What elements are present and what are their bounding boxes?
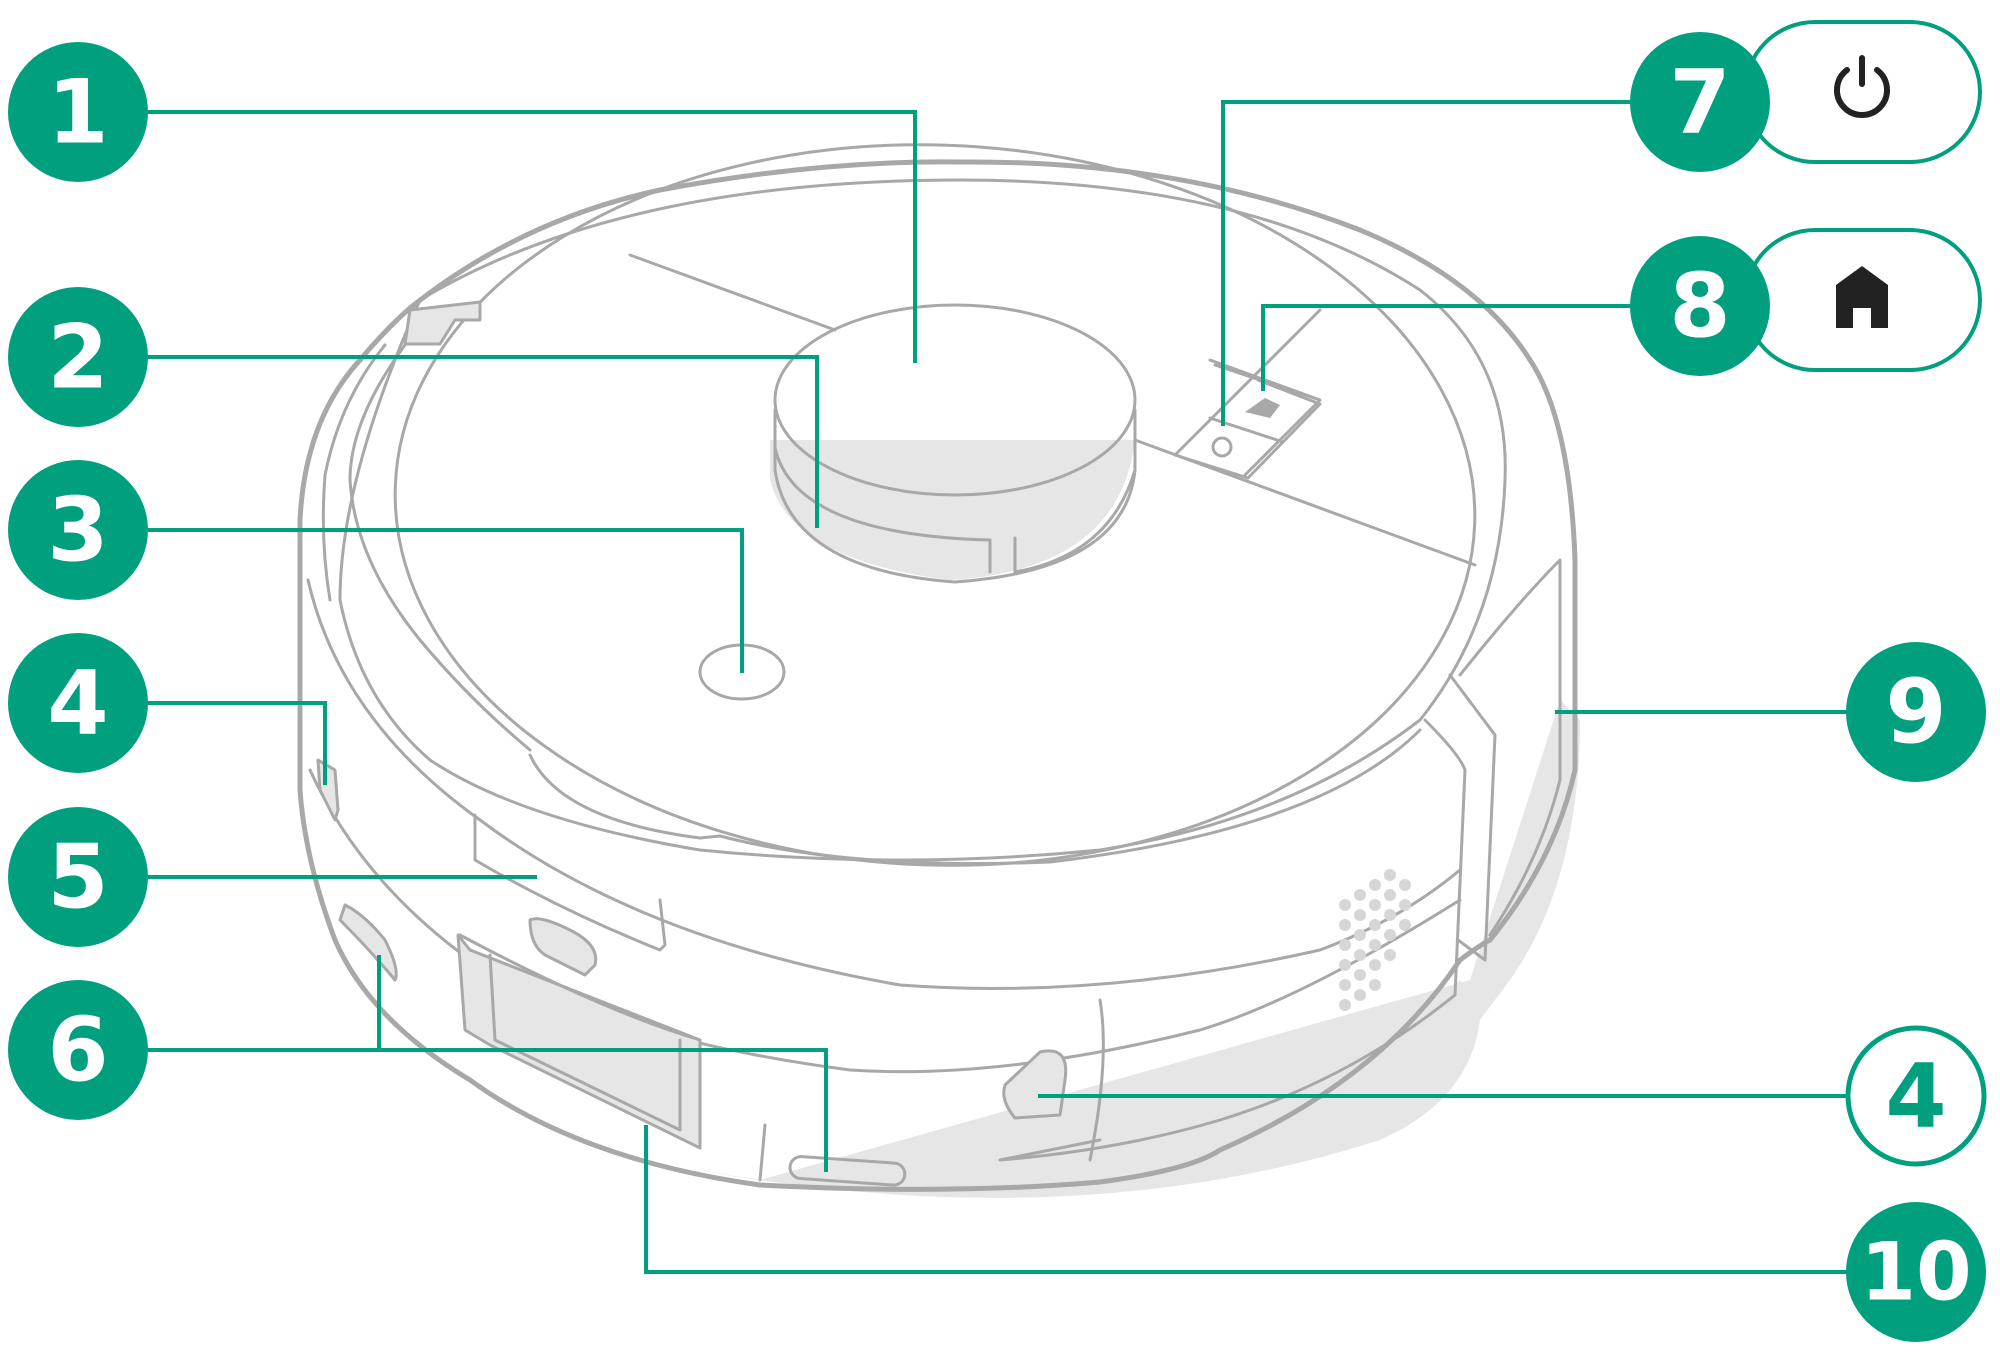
power-icon: [1834, 55, 1890, 118]
callout-badges: 1 2 3 4 5 6 7 8 9 4 10: [8, 32, 1987, 1342]
callout-6: 6: [8, 980, 148, 1120]
leader-4a: [145, 701, 327, 785]
leader-8: [1261, 304, 1633, 391]
lid-front-bumper: [528, 728, 1422, 866]
callout-8: 8: [1630, 236, 1770, 376]
bin-handle: [528, 917, 598, 977]
front-slot: [758, 1123, 767, 1182]
leader-6: [145, 1048, 828, 1172]
callout-9: 9: [1846, 642, 1986, 782]
leader-7: [1221, 100, 1633, 426]
callout-5: 5: [8, 807, 148, 947]
button-panel: [1173, 308, 1322, 477]
callout-1-label: 1: [47, 61, 108, 164]
leader-3: [145, 528, 744, 673]
home-button-callout: [1743, 228, 1982, 372]
panel-power-icon: [1211, 436, 1233, 458]
bin-lip: [458, 933, 702, 1150]
callout-5-label: 5: [47, 826, 108, 929]
body-shadow-base: [700, 980, 1470, 1194]
leader-10: [644, 1125, 1850, 1274]
bumper-slot-left: [473, 813, 667, 952]
callout-3-label: 3: [47, 479, 108, 582]
left-edge: [338, 903, 398, 982]
callout-6-label: 6: [47, 999, 108, 1102]
side-band-lower: [308, 768, 1462, 1074]
leader-lines: [145, 100, 1850, 1274]
callout-8-label: 8: [1669, 255, 1730, 358]
home-icon: [1836, 266, 1888, 328]
bumper-right: [1458, 558, 1562, 937]
callout-10-label: 10: [1860, 1226, 1971, 1319]
callout-4a-label: 4: [47, 652, 108, 755]
leader-1: [145, 110, 917, 363]
lidar-base-shade: [770, 440, 1135, 580]
callout-7: 7: [1630, 32, 1770, 172]
callout-2: 2: [8, 287, 148, 427]
top-rim-outer: [338, 178, 1507, 862]
front-wheel: [788, 1155, 907, 1187]
callout-4b: 4: [1845, 1025, 1987, 1167]
power-button-callout: [1743, 20, 1982, 164]
callout-9-label: 9: [1885, 661, 1946, 764]
lidar-wall: [773, 408, 1137, 584]
left-side-sensor: [316, 758, 340, 822]
outer-shell: [297, 159, 1578, 1192]
left-bumper: [321, 343, 387, 602]
lidar-window-right: [1013, 468, 1137, 574]
callout-10: 10: [1846, 1202, 1986, 1342]
front-panel: [998, 718, 1467, 1162]
front-panel-edge: [1448, 673, 1497, 962]
bin-face: [488, 953, 682, 1132]
top-lid: [393, 143, 1477, 867]
callout-4a: 4: [8, 633, 148, 773]
side-band: [306, 578, 1462, 990]
power-button-frame: [1743, 20, 1982, 164]
lid-line-left: [628, 253, 837, 332]
lidar-window: [773, 446, 992, 574]
callout-3: 3: [8, 460, 148, 600]
panel-home-icon: [1245, 398, 1280, 418]
callout-1: 1: [8, 42, 148, 182]
front-vents: [1339, 869, 1411, 1011]
callout-2-label: 2: [47, 306, 108, 409]
front-side-sensor: [1002, 1049, 1068, 1120]
left-bumper-inner: [348, 343, 532, 752]
callout-7-label: 7: [1669, 51, 1730, 154]
leader-2: [145, 355, 819, 528]
lidar-top: [773, 303, 1137, 497]
robot-vacuum-illustration: [297, 143, 1580, 1198]
callout-4b-label: 4: [1885, 1045, 1946, 1148]
front-latch: [403, 300, 482, 346]
side-seam: [1088, 998, 1105, 1162]
